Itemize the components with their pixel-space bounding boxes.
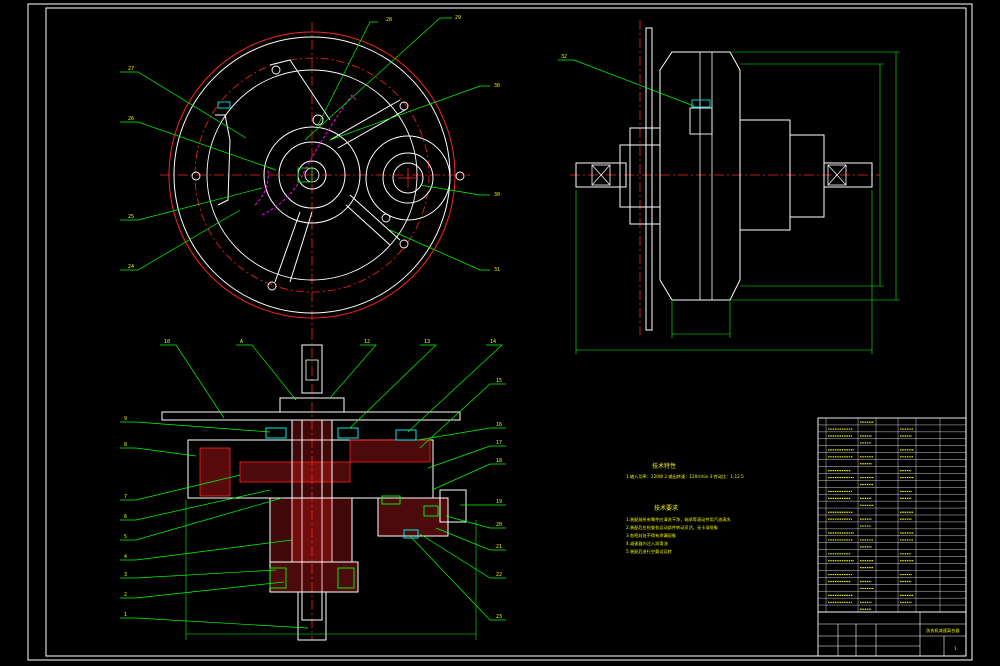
section-view-label-group: 10 A 12 13 14 9 8 7 6 5 4 3 2 1 15 16 17…: [124, 339, 502, 620]
callout-19: 19: [496, 499, 502, 505]
requirement-4: 4.减速器内注入润滑油: [626, 540, 668, 547]
requirements-title: 技术要求: [654, 504, 678, 512]
callout-2: 2: [124, 592, 127, 598]
technical-notes: 技术特性 1.输入功率：220W 2.输出转速：120r/min 3.传动比：1…: [626, 462, 744, 555]
callout-8: 8: [124, 442, 127, 448]
callout-31: 31: [494, 267, 500, 273]
bill-of-materials: [817, 417, 967, 613]
callout-16: 16: [496, 422, 502, 428]
callout-18: 18: [496, 458, 502, 464]
callout-27: 27: [128, 66, 134, 72]
callout-5: 5: [124, 534, 127, 540]
callout-21: 21: [496, 544, 502, 550]
callout-13: 13: [424, 339, 430, 345]
callout-32: 32: [561, 54, 567, 60]
callout-7: 7: [124, 494, 127, 500]
requirement-1: 1.装配前所有零件应清洗干净，轴承等滚动件用汽油清洗: [626, 516, 731, 523]
sheet-number: 1: [954, 646, 957, 651]
spec-line: 1.输入功率：220W 2.输出转速：120r/min 3.传动比：1:12.5: [626, 473, 744, 480]
side-view: 32: [558, 20, 900, 354]
callout-14: 14: [490, 339, 496, 345]
callout-a: A: [240, 339, 243, 345]
top-view-label-group: 28 29 27 26 25 24 30 30 31: [128, 15, 500, 273]
callout-23: 23: [496, 614, 502, 620]
section-view: [161, 330, 477, 641]
callout-17: 17: [496, 440, 502, 446]
drawing-name: 洗衣机减速离合器: [926, 627, 960, 634]
callout-1: 1: [124, 612, 127, 618]
inner-border: [45, 7, 967, 657]
callout-30a: 30: [494, 83, 500, 89]
callout-20: 20: [496, 522, 502, 528]
callout-22: 22: [496, 572, 502, 578]
callout-4: 4: [124, 554, 127, 560]
callout-28: 28: [386, 17, 392, 23]
requirement-3: 3.各密封处不得有渗漏现象: [626, 532, 676, 539]
callout-30b: 30: [494, 192, 500, 198]
callout-3: 3: [124, 572, 127, 578]
outer-border: [27, 3, 973, 661]
callout-25: 25: [128, 214, 134, 220]
callout-26: 26: [128, 116, 134, 122]
top-view: [160, 22, 470, 330]
title-block: 洗衣机减速离合器 1: [817, 611, 967, 657]
top-view-leaders: [120, 17, 490, 271]
callout-29: 29: [455, 15, 461, 21]
callout-12: 12: [364, 339, 370, 345]
callout-6: 6: [124, 514, 127, 520]
callout-10: 10: [164, 339, 170, 345]
callout-9: 9: [124, 416, 127, 422]
section-view-leaders: [120, 344, 506, 629]
requirement-5: 5.装配后进行空载试运转: [626, 548, 672, 555]
spec-title: 技术特性: [652, 462, 676, 470]
requirement-2: 2.装配后应检查各运动部件转动灵活，无卡滞现象: [626, 524, 718, 531]
callout-24: 24: [128, 264, 134, 270]
callout-15: 15: [496, 378, 502, 384]
